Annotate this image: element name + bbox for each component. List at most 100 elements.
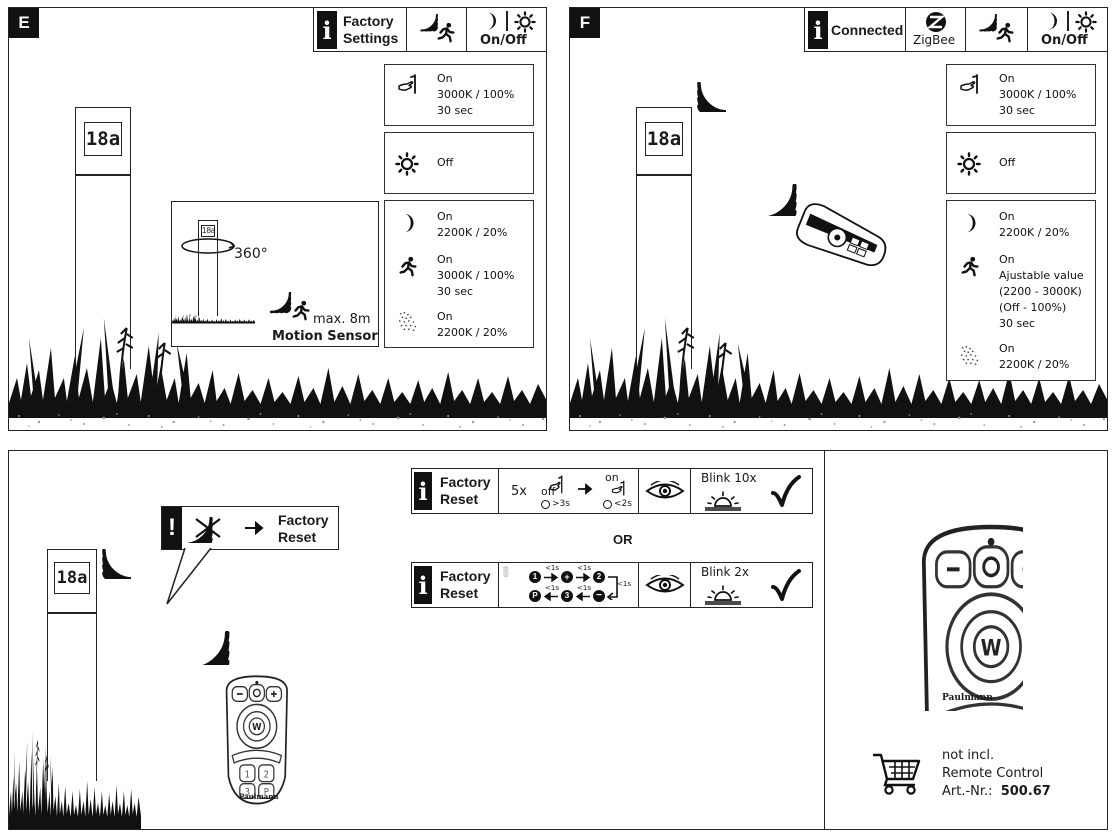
switch-status: On: [437, 72, 453, 85]
motion-duration: 30 sec: [999, 317, 1036, 330]
product-name: Remote Control: [942, 766, 1044, 781]
remote-brand: Paulmann: [942, 693, 993, 703]
motion-value-line1: Ajustable value: [999, 269, 1084, 282]
header-title-line1: Factory: [343, 13, 394, 29]
night-mode-box: On 2200K / 20% On Ajustable value (2200 …: [946, 200, 1096, 381]
bollard-signal-icon: [101, 549, 131, 579]
motion-sensor-icon: [965, 8, 1027, 51]
rotation-label: 360°: [234, 246, 268, 262]
runner-icon: [397, 255, 419, 279]
mini-remote-icon: [503, 565, 525, 607]
runner-icon: [959, 255, 981, 279]
panel-f: F i Connected ZigBee On/Off 18a: [569, 7, 1108, 431]
key-plus-badge: +: [561, 571, 573, 583]
house-number-plate: 18a: [84, 122, 122, 156]
switch-mode-box: On 3000K / 100% 30 sec: [384, 64, 534, 126]
reset1-off-label: off: [541, 485, 556, 498]
switch-status: On: [999, 72, 1015, 85]
eye-icon: [645, 481, 685, 501]
reset2-title-line1: Factory: [440, 568, 491, 584]
rotation-arrow: [181, 238, 236, 254]
header-onoff-label: On/Off: [1041, 33, 1088, 48]
eye-cell: [638, 469, 690, 513]
moon-icon: [959, 211, 981, 235]
panel-g: 18a ! Factory Reset Paulmann i Factory R…: [8, 450, 825, 830]
header-onoff-label: On/Off: [480, 33, 527, 48]
reset2-title-line2: Reset: [440, 585, 479, 601]
motion-duration: 30 sec: [437, 285, 474, 298]
panel-f-header: i Connected ZigBee On/Off: [804, 8, 1108, 52]
house-number: 18a: [85, 128, 121, 150]
dust-icon: [397, 309, 419, 333]
zigbee-icon: [926, 12, 946, 32]
daylight-box: Off: [384, 132, 534, 194]
key-p-badge: P: [529, 590, 541, 602]
step-time: <1s: [577, 584, 591, 592]
night-mode-box: On 2200K / 20% On 3000K / 100% 30 sec On…: [384, 200, 534, 348]
clock-icon: [603, 499, 612, 509]
reset2-blink: Blink 2x: [701, 565, 750, 579]
zigbee-signal-icon: [696, 82, 726, 112]
zigbee-label: ZigBee: [913, 33, 956, 47]
reset1-title-line2: Reset: [440, 491, 479, 507]
inset-house-number: 18a: [201, 225, 216, 237]
reset1-blink-cell: Blink 10x: [690, 469, 814, 513]
art-number: 500.67: [1000, 784, 1051, 799]
night-value: 2200K / 20%: [999, 226, 1070, 239]
header-onoff-cell: On/Off: [1027, 8, 1108, 51]
callout-line1: Factory: [278, 512, 329, 528]
house-number: 18a: [56, 568, 88, 588]
sun-icon: [1075, 11, 1097, 33]
daylight-box: Off: [946, 132, 1096, 194]
sun-icon: [957, 152, 981, 176]
sun-icon: [514, 11, 536, 33]
reset1-time-off: >3s: [552, 499, 570, 509]
switch-duration: 30 sec: [999, 104, 1036, 117]
remote-brand: Paulmann: [239, 792, 279, 801]
key-1-badge: 1: [529, 571, 541, 583]
callout-tail: [166, 548, 212, 605]
connected-label: Connected: [831, 22, 904, 38]
factory-reset-remote-row: i Factory Reset 1 <1s + <1s 2 <1s P <: [411, 562, 813, 608]
bollard-light: 18a: [47, 549, 97, 781]
remote-control: [219, 665, 297, 805]
callout-line2: Reset: [278, 529, 317, 545]
motion-status: On: [999, 253, 1015, 266]
reset1-on-label: on: [605, 471, 619, 484]
step-time: <1s: [577, 564, 591, 572]
or-label: OR: [613, 532, 633, 547]
blink-lamp-icon: [703, 583, 743, 605]
panel-f-letter: F: [570, 8, 600, 38]
remote-control: [907, 483, 1023, 711]
wall-switch-icon: [611, 479, 631, 501]
panel-f-header-info: i Connected: [805, 8, 905, 51]
motion-value-line3: (Off - 100%): [999, 301, 1067, 314]
motion-status: On: [437, 253, 453, 266]
moon-icon: [397, 211, 419, 235]
motion-value: 3000K / 100%: [437, 269, 515, 282]
info-icon: i: [317, 11, 337, 49]
zigbee-cell: ZigBee: [905, 8, 965, 51]
reset1-title-cell: i Factory Reset: [412, 469, 498, 513]
bollard-light: 18a: [75, 107, 131, 369]
switch-color: 3000K / 100%: [999, 88, 1077, 101]
panel-e: E i Factory Settings On/Off 18a: [8, 7, 547, 431]
header-title-line2: Settings: [343, 30, 399, 46]
reset1-time-on: <2s: [614, 499, 632, 509]
reset2-blink-cell: Blink 2x: [690, 563, 814, 607]
daylight-status: Off: [999, 156, 1016, 169]
panel-e-header: i Factory Settings On/Off: [313, 8, 546, 52]
wall-switch-icon: [397, 73, 421, 97]
sensor-range: max. 8m: [313, 312, 371, 327]
art-label: Art.-Nr.:: [942, 784, 993, 799]
sensor-waves-icon: [268, 292, 292, 316]
wall-switch-icon: [549, 471, 569, 497]
bollard-light: 18a: [636, 107, 692, 369]
reset1-blink: Blink 10x: [701, 471, 757, 485]
panel-h: Paulmann not incl. Remote Control Art.-N…: [824, 450, 1108, 830]
arrow-icon: [578, 483, 593, 495]
gravel: [9, 410, 547, 430]
wall-switch-icon: [959, 73, 983, 97]
dust-icon: [959, 343, 981, 367]
dust-status: On: [999, 342, 1015, 355]
